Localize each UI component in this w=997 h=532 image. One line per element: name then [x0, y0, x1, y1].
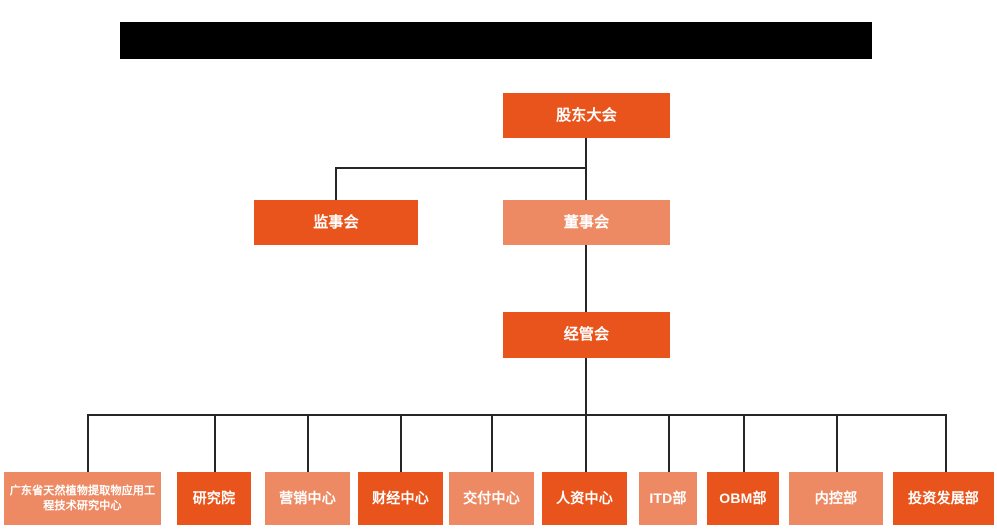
node-label: 股东大会: [556, 106, 617, 124]
node-label: 人资中心: [556, 489, 613, 506]
connector-level2-bus: [335, 167, 587, 169]
node-dept-delivery-center[interactable]: 交付中心: [449, 472, 534, 525]
connector-drop-dept-4: [400, 414, 402, 472]
connector-drop-dept-2: [214, 414, 216, 472]
node-dept-finance-center[interactable]: 财经中心: [358, 472, 443, 525]
node-board-of-directors[interactable]: 董事会: [503, 200, 670, 245]
connector-drop-dept-8: [743, 414, 745, 472]
connector-drop-dept-9: [836, 414, 838, 472]
connector-drop-dept-1: [87, 414, 89, 472]
node-label: 经管会: [563, 326, 610, 344]
node-label: 广东省天然植物提取物应用工程技术研究中心: [9, 485, 156, 512]
node-label: ITD部: [649, 489, 687, 506]
node-dept-marketing-center[interactable]: 营销中心: [265, 472, 350, 525]
node-dept-obm[interactable]: OBM部: [707, 472, 779, 525]
connector-drop-dept-3: [307, 414, 309, 472]
node-dept-research-institute[interactable]: 研究院: [177, 472, 251, 525]
connector-drop-supervisors: [335, 167, 337, 200]
connector-directors-to-management: [585, 245, 587, 313]
node-label: 监事会: [313, 213, 359, 231]
node-shareholders-meeting[interactable]: 股东大会: [503, 93, 670, 138]
node-dept-internal-control[interactable]: 内控部: [789, 472, 883, 525]
node-label: OBM部: [719, 489, 767, 506]
node-label: 交付中心: [463, 489, 520, 506]
node-label: 研究院: [192, 489, 236, 506]
redacted-title-banner: [120, 22, 872, 59]
node-board-of-supervisors[interactable]: 监事会: [254, 200, 418, 245]
connector-drop-dept-7: [668, 414, 670, 472]
connector-department-bus: [87, 414, 947, 416]
node-label: 投资发展部: [908, 489, 979, 506]
node-label: 内控部: [814, 489, 858, 506]
node-dept-itd[interactable]: ITD部: [639, 472, 697, 525]
node-management-committee[interactable]: 经管会: [503, 312, 670, 358]
node-label: 营销中心: [279, 489, 336, 506]
connector-drop-dept-10: [945, 414, 947, 472]
node-label: 董事会: [563, 213, 610, 231]
node-dept-investment-development[interactable]: 投资发展部: [893, 472, 994, 525]
connector-drop-dept-6: [585, 414, 587, 472]
connector-shareholders-down: [585, 138, 587, 169]
connector-drop-directors: [585, 167, 587, 200]
connector-management-down: [585, 358, 587, 416]
node-dept-hr-center[interactable]: 人资中心: [542, 472, 627, 525]
node-label: 财经中心: [372, 489, 429, 506]
connector-drop-dept-5: [491, 414, 493, 472]
node-dept-research-center[interactable]: 广东省天然植物提取物应用工程技术研究中心: [4, 472, 161, 525]
